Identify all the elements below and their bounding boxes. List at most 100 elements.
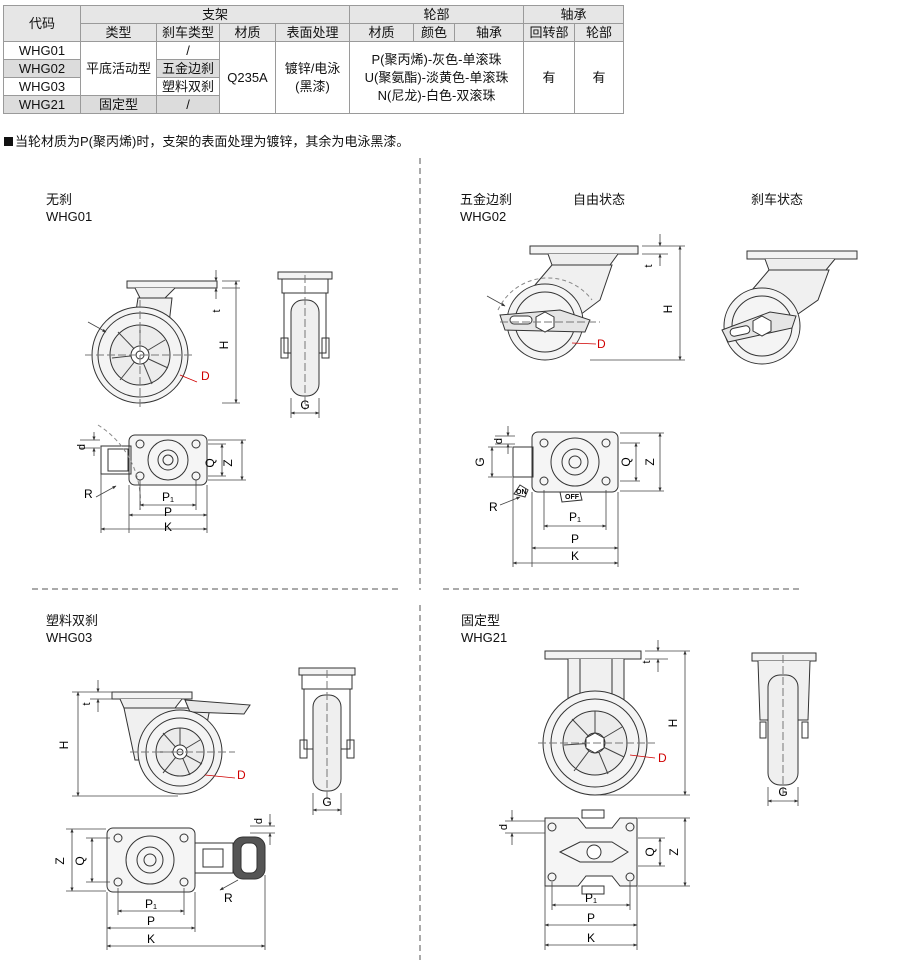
whg02-dim-d-small: d	[493, 438, 505, 444]
whg02-side-dimensions	[486, 234, 685, 361]
whg01-dim-k: K	[164, 520, 172, 534]
whg21-dim-h: H	[666, 719, 680, 728]
wheel-material-p: P(聚丙烯)-灰色-单滚珠	[371, 51, 502, 67]
section-dividers	[32, 158, 800, 960]
whg03-top-view	[106, 827, 266, 893]
whg01-top-dimensions	[80, 432, 246, 533]
whg01-front-dimensions	[290, 398, 320, 418]
brake-cell: 塑料双刹	[156, 77, 220, 96]
whg01-dim-d-small: d	[76, 444, 88, 450]
whg02-side-view	[497, 245, 639, 361]
whg21-dim-g: G	[778, 785, 787, 799]
whg02-top-view	[512, 431, 619, 503]
type-swivel-cell: 平底活动型	[80, 41, 157, 96]
brake-cell: /	[156, 95, 220, 114]
whg03-front-dimensions	[312, 793, 342, 815]
whg02-dim-p: P	[571, 532, 579, 546]
header-wheel-part: 轮部	[574, 23, 624, 42]
whg01-name: 无刹	[46, 192, 73, 207]
whg21-dim-p1: P₁	[585, 891, 597, 905]
whg01-dim-d: D	[201, 369, 210, 383]
whg02-brake-state: 刹车状态	[751, 192, 804, 207]
whg02-on-label: ON	[516, 489, 527, 496]
whg03-dim-r: R	[224, 891, 233, 905]
header-color: 颜色	[413, 23, 455, 42]
code-cell: WHG02	[3, 59, 81, 78]
whg01-dim-p: P	[164, 505, 172, 519]
header-brake-type: 刹车类型	[156, 23, 220, 42]
square-bullet-icon	[4, 137, 13, 146]
whg01-front-view	[277, 271, 333, 410]
whg21-dim-t: t	[641, 660, 653, 663]
whg21-side-view	[538, 650, 655, 796]
type-fixed-cell: 固定型	[80, 95, 157, 114]
surface-note: 当轮材质为P(聚丙烯)时，支架的表面处理为镀锌，其余为电泳黑漆。	[4, 131, 409, 150]
whg02-dim-p1: P₁	[569, 510, 581, 524]
whg21-top-view	[544, 809, 638, 895]
whg02-top-dimensions	[488, 426, 664, 567]
surface-line-2: (黑漆)	[295, 78, 330, 94]
whg03-dim-d: D	[237, 768, 246, 782]
whg01-top-view	[97, 424, 208, 511]
whg02-dim-z: Z	[643, 458, 657, 465]
whg01-dim-t: t	[211, 309, 223, 312]
whg03-dim-k: K	[147, 932, 155, 946]
whg01-dim-q: Q	[203, 458, 217, 467]
surface-cell: 镀锌/电泳 (黑漆)	[275, 41, 350, 114]
wheel-material-cell: P(聚丙烯)-灰色-单滚珠 U(聚氨酯)-淡黄色-单滚珠 N(尼龙)-白色-双滚…	[349, 41, 524, 114]
whg03-dim-p: P	[147, 914, 155, 928]
code-cell: WHG03	[3, 77, 81, 96]
whg03-dim-g: G	[322, 795, 331, 809]
whg02-dim-r: R	[489, 500, 498, 514]
whg02-dim-k: K	[571, 549, 579, 563]
whg01-side-dimensions	[87, 270, 240, 404]
surface-line-1: 镀锌/电泳	[284, 60, 341, 76]
whg01-dim-z: Z	[221, 459, 235, 466]
whg21-side-dimensions	[600, 640, 690, 796]
whg21-code: WHG21	[461, 630, 508, 645]
wheel-material-n: N(尼龙)-白色-双滚珠	[377, 87, 496, 103]
whg01-dim-g: G	[300, 398, 309, 412]
whg02-dim-q: Q	[619, 457, 633, 466]
spec-table: 代码 支架 轮部 轴承 类型 刹车类型 材质 表面处理 材质 颜色 轴承 回转部…	[3, 5, 624, 114]
whg02-off-label: OFF	[565, 494, 580, 501]
whg21-name: 固定型	[461, 613, 501, 628]
header-bracket-material: 材质	[219, 23, 276, 42]
whg02-dim-d: D	[597, 337, 606, 351]
whg21-front-dimensions	[767, 787, 799, 806]
whg21-top-dimensions	[505, 810, 690, 950]
header-wheel-material: 材质	[349, 23, 414, 42]
whg02-code: WHG02	[460, 209, 507, 224]
whg03-front-view	[298, 667, 356, 800]
whg02-free-state: 自由状态	[573, 192, 626, 207]
wheel-material-u: U(聚氨酯)-淡黄色-单滚珠	[364, 69, 509, 85]
material-cell: Q235A	[219, 41, 276, 114]
whg02-dim-h: H	[661, 305, 675, 314]
whg03-side-dimensions	[72, 680, 236, 797]
whg01-dim-p1: P₁	[162, 490, 174, 504]
whg21-dim-d-small: d	[498, 824, 510, 830]
whg21-front-view	[751, 652, 817, 795]
wheel-bearing-cell: 有	[574, 41, 624, 114]
whg01-dim-r: R	[84, 487, 93, 501]
whg03-side-view	[111, 691, 251, 795]
whg03-dim-d-small: d	[253, 818, 265, 824]
header-bearing: 轴承	[523, 5, 624, 24]
whg03-name: 塑料双刹	[46, 613, 99, 628]
whg21-dim-z: Z	[667, 848, 681, 855]
whg02-dim-g: G	[473, 457, 487, 466]
whg03-dim-z: Z	[53, 857, 67, 864]
whg21-dim-q: Q	[643, 847, 657, 856]
whg02-name: 五金边刹	[460, 192, 513, 207]
whg03-dim-t: t	[81, 702, 93, 705]
whg02-dim-t: t	[643, 264, 655, 267]
header-code: 代码	[3, 5, 81, 42]
whg02-brake-view	[721, 250, 858, 365]
whg03-dim-p1: P₁	[145, 897, 157, 911]
whg03-code: WHG03	[46, 630, 93, 645]
whg21-dim-k: K	[587, 931, 595, 945]
whg21-dim-d: D	[658, 751, 667, 765]
brake-cell: 五金边刹	[156, 59, 220, 78]
whg03-dim-h: H	[57, 741, 71, 750]
